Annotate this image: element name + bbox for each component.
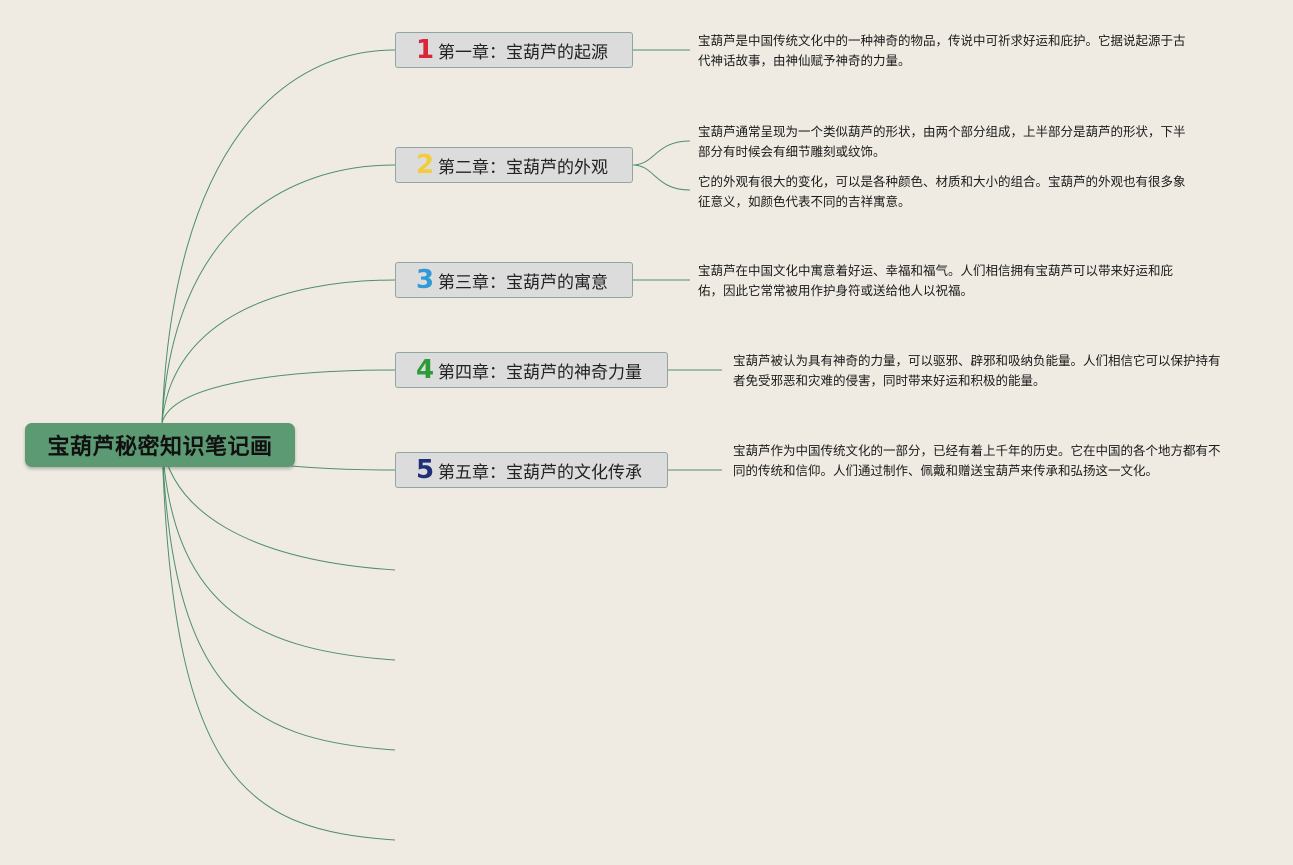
chapter-1-number: 1: [415, 35, 435, 65]
chapter-3-number: 3: [415, 265, 435, 295]
chapter-2-note-1: 宝葫芦通常呈现为一个类似葫芦的形状，由两个部分组成，上半部分是葫芦的形状，下半部…: [698, 124, 1186, 159]
chapter-3-node[interactable]: 3 第三章：宝葫芦的寓意: [395, 262, 633, 298]
chapter-4-node[interactable]: 4 第四章：宝葫芦的神奇力量: [395, 352, 668, 388]
branch-to-chapter-2: [161, 164, 396, 424]
branch-to-chapter-4: [161, 369, 396, 424]
chapter-3-note: 宝葫芦在中国文化中寓意着好运、幸福和福气。人们相信拥有宝葫芦可以带来好运和庇佑，…: [698, 263, 1174, 298]
chapter-2-title: 第二章：宝葫芦的外观: [438, 157, 608, 178]
chapter-5-number: 5: [415, 455, 435, 485]
empty-branch-3: [161, 442, 396, 751]
chapter-2-number: 2: [415, 150, 435, 180]
chapter-1-note: 宝葫芦是中国传统文化中的一种神奇的物品，传说中可祈求好运和庇护。它据说起源于古代…: [698, 33, 1186, 68]
branch-to-chapter-1: [161, 49, 396, 424]
branch-to-chapter-3: [161, 279, 396, 424]
chapter-4-title: 第四章：宝葫芦的神奇力量: [438, 362, 642, 383]
chapter-2-note-link-2: [632, 164, 691, 191]
empty-branch-1: [161, 442, 396, 571]
chapter-4-note: 宝葫芦被认为具有神奇的力量，可以驱邪、辟邪和吸纳负能量。人们相信它可以保护持有者…: [733, 353, 1221, 388]
chapter-5-node[interactable]: 5 第五章：宝葫芦的文化传承: [395, 452, 668, 488]
chapter-5-note: 宝葫芦作为中国传统文化的一部分，已经有着上千年的历史。它在中国的各个地方都有不同…: [733, 443, 1221, 478]
chapter-5-title: 第五章：宝葫芦的文化传承: [438, 462, 642, 483]
root-title: 宝葫芦秘密知识笔记画: [47, 435, 273, 460]
empty-branch-4: [161, 442, 396, 841]
chapter-2-note-link-1: [632, 140, 691, 166]
root-topic[interactable]: 宝葫芦秘密知识笔记画: [25, 423, 295, 467]
chapter-3-title: 第三章：宝葫芦的寓意: [438, 272, 608, 293]
empty-branch-2: [161, 442, 396, 661]
chapter-4-number: 4: [415, 355, 435, 385]
chapter-2-note-2: 它的外观有很大的变化，可以是各种颜色、材质和大小的组合。宝葫芦的外观也有很多象征…: [698, 174, 1186, 209]
chapter-1-title: 第一章：宝葫芦的起源: [438, 42, 608, 63]
chapter-1-node[interactable]: 1 第一章：宝葫芦的起源: [395, 32, 633, 68]
chapter-2-node[interactable]: 2 第二章：宝葫芦的外观: [395, 147, 633, 183]
